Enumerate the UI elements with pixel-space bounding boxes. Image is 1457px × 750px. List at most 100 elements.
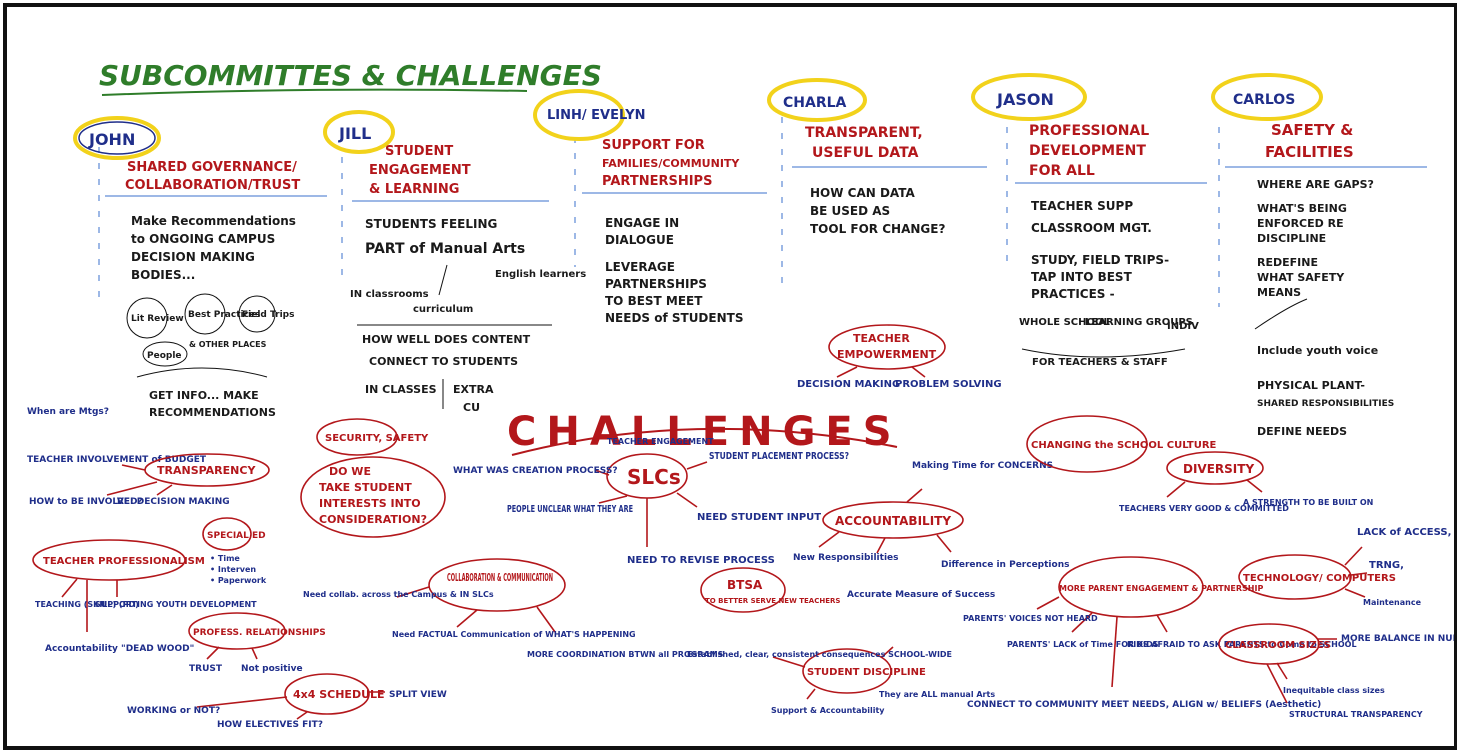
- owner-charla: CHARLA: [783, 95, 847, 111]
- transparency-item-3: HOW to BE INVOLVED?: [29, 497, 143, 507]
- note-carlos-11: DEFINE NEEDS: [1257, 425, 1347, 438]
- question-jill-2: CONNECT TO STUDENTS: [369, 355, 518, 368]
- collab-label: COLLABORATION & COMMUNICATION: [447, 571, 553, 584]
- special-ed-label: SPECIAL ED: [207, 531, 266, 541]
- title-charla-1: TRANSPARENT,: [805, 125, 923, 141]
- bubble-profess-rel: [188, 612, 286, 650]
- slcs-item-4: PEOPLE UNCLEAR WHAT THEY ARE: [507, 504, 633, 515]
- diversity-item-1: TEACHERS VERY GOOD & COMMITTED: [1119, 504, 1289, 513]
- parent-label: MORE PARENT ENGAGEMENT & PARTNERSHIP: [1059, 584, 1263, 593]
- special-ed-item-1: • Time: [210, 554, 240, 563]
- class-sizes-item-3: STRUCTURAL TRANSPARENCY: [1289, 710, 1423, 719]
- bubble-people: People: [147, 351, 182, 361]
- bubble-special-ed: [202, 517, 252, 551]
- board-title: SUBCOMMITTES & CHALLENGES: [99, 59, 602, 92]
- empower-item-2: PROBLEM SOLVING: [895, 379, 1002, 390]
- bubble-best-practices: Best Practices: [188, 310, 260, 320]
- split-jill-1: IN CLASSES: [365, 383, 437, 396]
- owner-carlos: CARLOS: [1233, 92, 1295, 108]
- schedule-label: 4x4 SCHEDULE: [293, 688, 385, 701]
- bubble-field-trips: Field Trips: [242, 310, 294, 320]
- schedule-item-2: HOW ELECTIVES FIT?: [217, 720, 323, 730]
- discipline-item-3: They are ALL manual Arts: [879, 690, 995, 699]
- bubble-security-question: [300, 456, 446, 538]
- note-jason-3: STUDY, FIELD TRIPS-: [1031, 253, 1169, 267]
- note-carlos-8: Include youth voice: [1257, 344, 1378, 357]
- transparency-item-2: TEACHER INVOLVEMENT of BUDGET: [27, 455, 207, 465]
- profess-rel-label: PROFESS. RELATIONSHIPS: [193, 628, 326, 638]
- note-jason-1: TEACHER SUPP: [1031, 199, 1133, 213]
- note-carlos-3: ENFORCED RE: [1257, 217, 1344, 230]
- accountability-item-4: Difference in Perceptions: [941, 560, 1069, 570]
- title-jill-1: STUDENT: [385, 144, 453, 159]
- collab-item-1: Need collab. across the Campus & IN SLCs: [303, 590, 494, 599]
- bubble-discipline: [802, 648, 892, 694]
- footer-john-2: RECOMMENDATIONS: [149, 406, 276, 419]
- accountability-item-2: New Responsibilities: [793, 553, 899, 563]
- teacher-prof-item-1: TEACHING (SKILL) (PD): [35, 600, 139, 609]
- accountability-item-1: Making Time for CONCERNS: [912, 461, 1053, 471]
- note-jill-1: STUDENTS FEELING: [365, 217, 497, 231]
- security-q-3: INTERESTS INTO: [319, 497, 421, 510]
- discipline-label: STUDENT DISCIPLINE: [807, 667, 926, 678]
- note-linh-1: ENGAGE IN: [605, 216, 679, 230]
- transparency-item-4: RE: DECISION MAKING: [117, 497, 230, 507]
- security-label: SECURITY, SAFETY: [325, 433, 429, 444]
- schedule-item-3: SPLIT VIEW: [389, 690, 447, 700]
- note-john-1: Make Recommendations: [131, 214, 296, 228]
- security-q-2: TAKE STUDENT: [319, 481, 412, 494]
- culture-label: CHANGING the SCHOOL CULTURE: [1031, 440, 1217, 451]
- owner-jason: JASON: [996, 90, 1054, 109]
- owner-bubble-jill: [323, 110, 395, 154]
- owner-linh-evelyn: LINH/ EVELYN: [547, 108, 646, 123]
- note-carlos-2: WHAT'S BEING: [1257, 202, 1347, 215]
- owner-jill: JILL: [338, 124, 371, 143]
- special-ed-item-3: • Paperwork: [210, 576, 267, 585]
- title-jason-1: PROFESSIONAL: [1029, 123, 1149, 139]
- diversity-label: DIVERSITY: [1183, 462, 1254, 476]
- slcs-item-6: NEED TO REVISE PROCESS: [627, 555, 775, 566]
- note-carlos-9: PHYSICAL PLANT-: [1257, 379, 1365, 392]
- note-carlos-1: WHERE ARE GAPS?: [1257, 178, 1374, 191]
- transparency-item-1: When are Mtgs?: [27, 407, 109, 417]
- teacher-prof-item-2: SUPPORTING YOUTH DEVELOPMENT: [95, 600, 257, 609]
- note-carlos-5: REDEFINE: [1257, 256, 1318, 269]
- collab-item-2: Need FACTUAL Communication of WHAT'S HAP…: [392, 630, 636, 639]
- split-jill-3: CU: [463, 401, 480, 414]
- title-jill-3: & LEARNING: [369, 182, 459, 197]
- challenges-heading: CHALLENGES: [507, 409, 902, 455]
- slcs-item-1: TEACHER ENGAGEMENT: [607, 437, 714, 446]
- chart-frame: SUBCOMMITTES & CHALLENGES JOHN SHARED GO…: [3, 3, 1457, 750]
- note-linh-5: TO BEST MEET: [605, 294, 703, 308]
- profess-rel-item-2: Not positive: [241, 664, 303, 674]
- technology-item-3: Maintenance: [1363, 598, 1422, 607]
- note-john-2: to ONGOING CAMPUS: [131, 232, 275, 246]
- teacher-prof-item-3: Accountability "DEAD WOOD": [45, 644, 194, 654]
- owner-bubble-charla: [767, 78, 867, 122]
- level-learning-groups: LEARNING GROUPS: [1085, 317, 1193, 328]
- column-dividers: [98, 117, 1220, 307]
- slcs-label: SLCs: [627, 465, 681, 489]
- bubble-teacher-prof: [32, 539, 186, 581]
- note-charla-3: TOOL FOR CHANGE?: [810, 222, 945, 236]
- question-jill-1: HOW WELL DOES CONTENT: [362, 333, 531, 346]
- note-carlos-4: DISCIPLINE: [1257, 232, 1326, 245]
- title-john-2: COLLABORATION/TRUST: [125, 178, 300, 193]
- branch-jill-1: IN classrooms: [350, 289, 429, 300]
- title-linh-3: PARTNERSHIPS: [602, 174, 712, 189]
- owner-bubble-jason: [971, 73, 1087, 121]
- bubble-security: [316, 418, 398, 456]
- bubble-class-sizes: [1218, 623, 1320, 665]
- branch-jill-3: curriculum: [413, 304, 473, 315]
- title-jill-2: ENGAGEMENT: [369, 163, 471, 178]
- level-indiv: INDIV: [1167, 321, 1199, 332]
- note-jill-2: PART of Manual Arts: [365, 241, 525, 257]
- note-john-4: BODIES...: [131, 268, 195, 282]
- note-charla-1: HOW CAN DATA: [810, 186, 916, 200]
- parent-item-2: PARENTS' LACK of Time FOR KIDS: [1007, 640, 1159, 649]
- note-jason-5: PRACTICES -: [1031, 287, 1115, 301]
- split-jill-2: EXTRA: [453, 383, 494, 396]
- title-charla-2: USEFUL DATA: [812, 145, 919, 161]
- title-carlos-2: FACILITIES: [1265, 143, 1354, 161]
- owner-bubble-linh-evelyn: [533, 89, 625, 141]
